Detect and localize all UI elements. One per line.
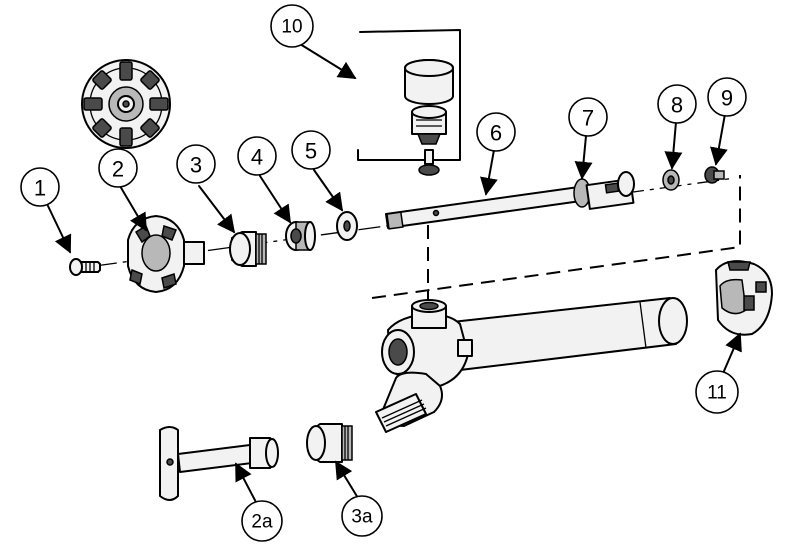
part-8-seat-washer	[662, 169, 680, 191]
assembly-dashed-bracket	[371, 175, 741, 300]
part-3-bonnet-nut	[229, 231, 267, 267]
callout-bubble	[270, 4, 314, 48]
callout-bubble	[341, 495, 383, 537]
part-10-cap	[404, 59, 454, 105]
part-2-handle	[127, 215, 205, 293]
callout-label: 1	[34, 176, 46, 201]
part-7-stem-end	[573, 171, 635, 210]
callout-label: 7	[582, 106, 594, 131]
part-10-stem-tip	[418, 149, 440, 176]
callout-4: 4	[237, 136, 277, 176]
part-3a-adapter	[306, 423, 353, 463]
callout-label: 9	[721, 86, 733, 111]
callout-label: 3a	[351, 507, 373, 528]
callout-9: 9	[707, 77, 747, 117]
callout-bubble	[20, 167, 60, 207]
callout-label: 3	[190, 153, 202, 178]
callout-5: 5	[291, 130, 331, 170]
callout-6: 6	[476, 112, 516, 152]
callout-label: 4	[251, 145, 263, 170]
callout-2: 2	[98, 148, 138, 188]
callout-1: 1	[20, 167, 60, 207]
part-9-seat-screw	[704, 166, 725, 184]
callout-3: 3	[176, 144, 216, 184]
callout-bubble	[707, 77, 747, 117]
callout-label: 10	[281, 17, 302, 38]
callout-bubble	[695, 370, 739, 414]
callout-11: 11	[695, 370, 739, 414]
callout-label: 8	[671, 93, 683, 118]
part-2a-key	[159, 426, 279, 501]
callout-label: 2a	[251, 512, 273, 533]
faucet-body	[375, 297, 688, 433]
callout-bubble	[98, 148, 138, 188]
part-10-cartridge	[411, 105, 447, 145]
part-1-screw	[69, 258, 101, 276]
callout-bubble	[237, 136, 277, 176]
callout-label: 2	[112, 157, 124, 182]
callout-bubble	[568, 97, 608, 137]
callout-8: 8	[657, 84, 697, 124]
part-5-washer	[336, 211, 358, 241]
callout-bubble	[241, 500, 283, 542]
callout-leaders	[47, 43, 742, 507]
callout-3a: 3a	[341, 495, 383, 537]
part-10-bracket	[357, 29, 461, 161]
handle-top-view	[81, 59, 171, 149]
part-4-packing	[285, 221, 316, 251]
callout-bubble	[657, 84, 697, 124]
callout-label: 11	[707, 383, 727, 404]
part-11-flange	[715, 260, 773, 336]
callout-7: 7	[568, 97, 608, 137]
callout-bubble	[476, 112, 516, 152]
callout-bubble	[291, 130, 331, 170]
callout-label: 6	[490, 121, 502, 146]
callout-10: 10	[270, 4, 314, 48]
callout-bubble	[176, 144, 216, 184]
callout-2a: 2a	[241, 500, 283, 542]
callout-label: 5	[305, 139, 317, 164]
